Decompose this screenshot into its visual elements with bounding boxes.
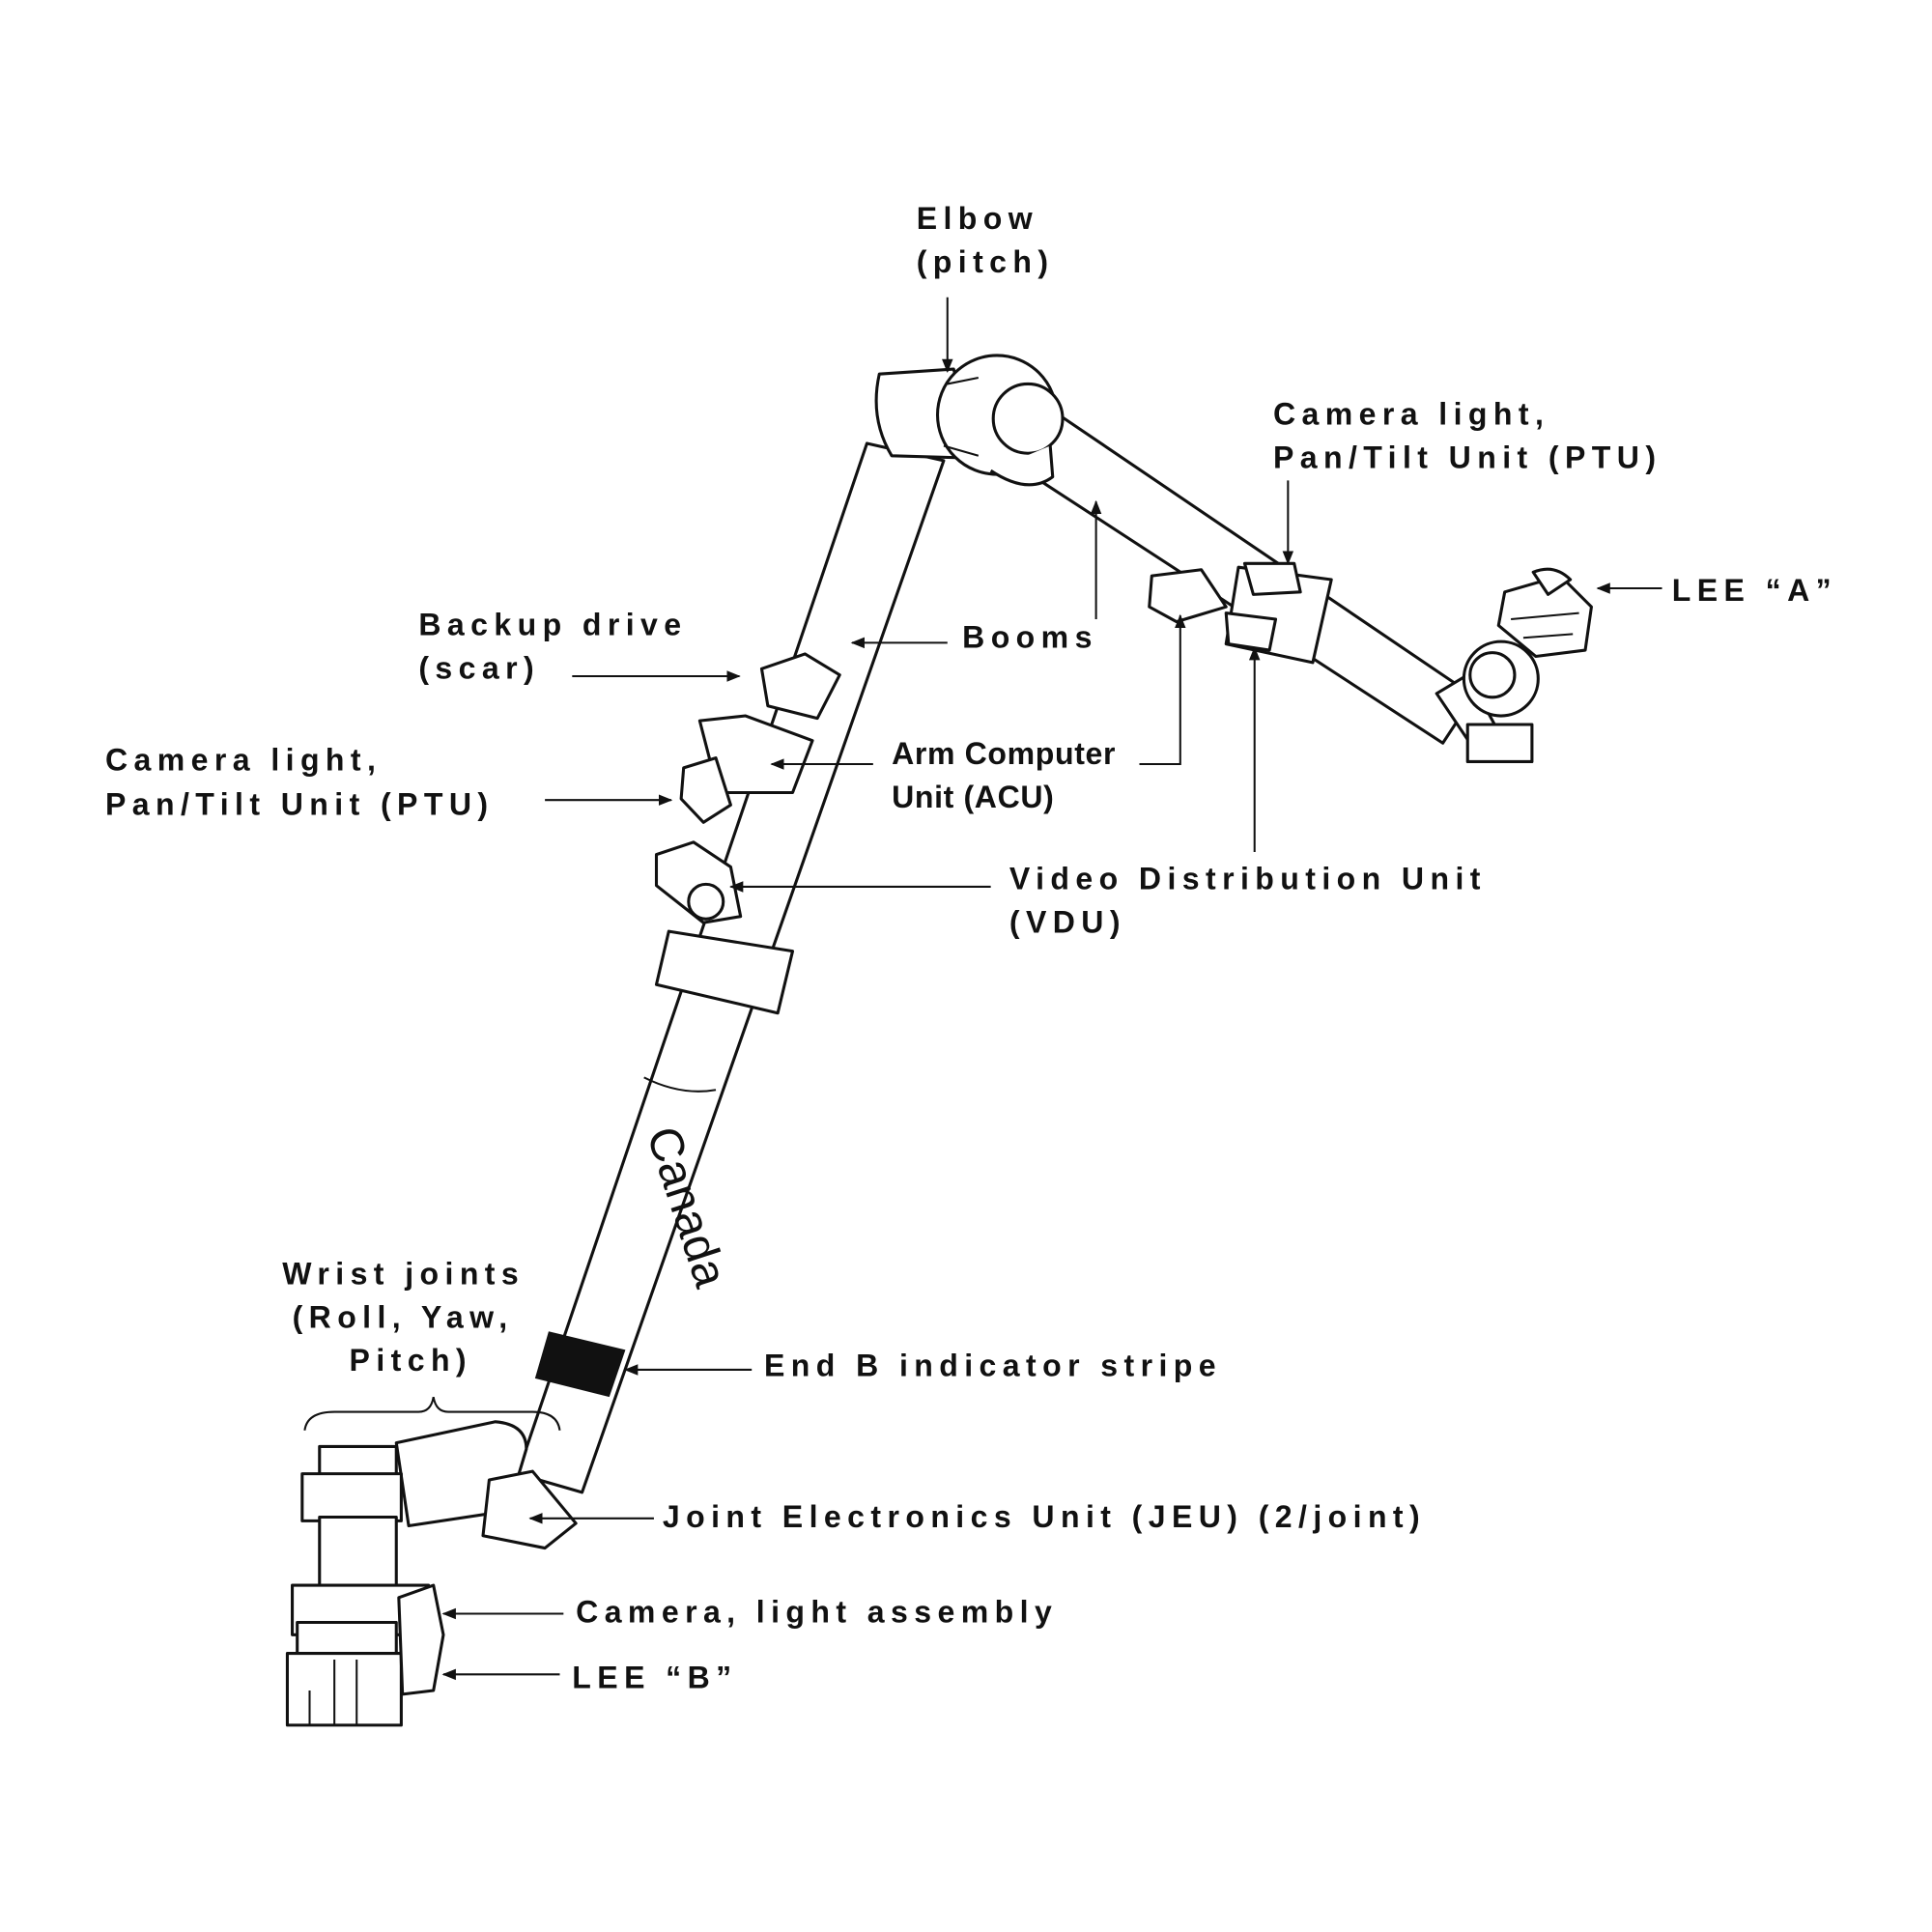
backup-drive-scar	[759, 652, 841, 721]
label-jeu: Joint Electronics Unit (JEU) (2/joint)	[663, 1499, 1426, 1534]
label-camera-light-assembly: Camera, light assembly	[576, 1594, 1058, 1629]
elbow-joint	[874, 354, 1065, 487]
label-lee-b: LEE “B”	[572, 1660, 737, 1694]
vdu-illustration	[654, 840, 743, 924]
label-ptu-right-line1: Camera light,	[1273, 397, 1549, 432]
label-ptu-left-line1: Camera light,	[105, 742, 382, 777]
label-ptu-right-line2: Pan/Tilt Unit (PTU)	[1273, 440, 1662, 475]
end-b-indicator-stripe	[534, 1331, 626, 1398]
upper-boom	[1032, 412, 1476, 745]
label-lee-a: LEE “A”	[1672, 573, 1837, 608]
label-acu-line1: Arm Computer	[892, 736, 1116, 771]
label-vdu-line2: (VDU)	[1009, 904, 1126, 939]
label-acu-line2: Unit (ACU)	[892, 780, 1054, 814]
wrist-and-lee-b-illustration	[285, 1420, 578, 1727]
label-vdu-line1: Video Distribution Unit	[1009, 862, 1487, 896]
label-wrist-line1: Wrist joints	[282, 1256, 525, 1291]
labels: Elbow (pitch) Camera light, Pan/Tilt Uni…	[105, 201, 1837, 1694]
label-backup-drive-scar: (scar)	[418, 651, 540, 686]
leader-lines	[303, 297, 1662, 1681]
lee-a-illustration	[1435, 567, 1593, 763]
label-backup-drive: Backup drive	[418, 608, 687, 642]
arm-illustration: Canada	[285, 354, 1593, 1727]
label-end-b-stripe: End B indicator stripe	[764, 1348, 1222, 1382]
ptu-left-illustration	[679, 714, 814, 824]
label-booms: Booms	[962, 620, 1098, 655]
label-wrist-line2: (Roll, Yaw,	[293, 1299, 514, 1334]
label-elbow: Elbow	[917, 201, 1038, 236]
label-ptu-left-line2: Pan/Tilt Unit (PTU)	[105, 787, 494, 822]
wrist-brace	[303, 1396, 561, 1431]
label-wrist-line3: Pitch)	[350, 1343, 472, 1378]
boom-clamp	[654, 929, 795, 1015]
label-elbow-pitch: (pitch)	[917, 244, 1055, 279]
